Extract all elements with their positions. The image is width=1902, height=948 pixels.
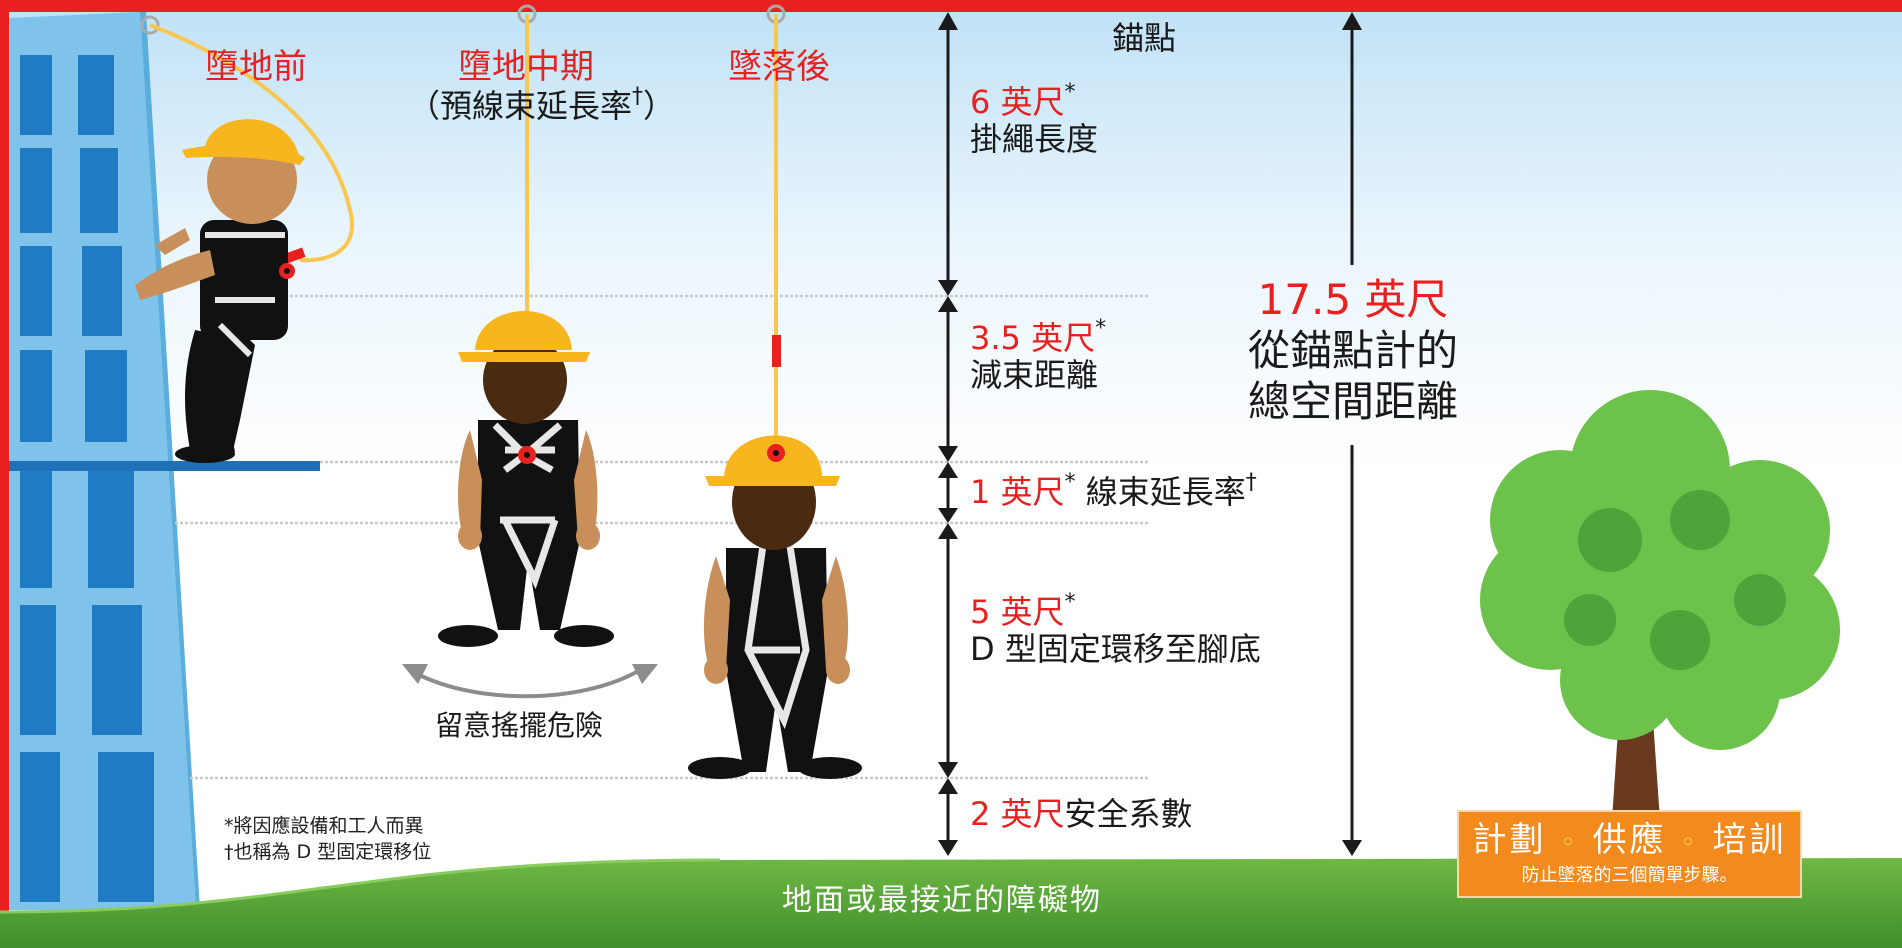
- segment-dring-shift: 5 英尺* D 型固定環移至腳底: [970, 590, 1261, 668]
- phase-after-fall: 墜落後: [728, 47, 830, 87]
- anchor-point-label: 錨點: [1112, 19, 1177, 57]
- harness-stretch-value: 1 英尺: [970, 473, 1065, 511]
- segment-lanyard: 6 英尺* 掛繩長度: [970, 80, 1099, 158]
- phase-mid-fall-subtitle: （預線束延長率†）: [408, 84, 676, 125]
- phase-mid-fall: 墮地中期: [458, 47, 594, 87]
- harness-stretch-label: 線束延長率: [1085, 473, 1246, 511]
- footnote-varies: *將因應設備和工人而異: [224, 815, 424, 837]
- deceleration-distance-value: 3.5 英尺: [970, 319, 1096, 357]
- left-border: [0, 0, 9, 948]
- total-clearance-line2: 總空間距離: [1247, 377, 1458, 427]
- total-clearance: 17.5 英尺 從錨點計的 總空間距離: [1228, 274, 1478, 428]
- safety-factor-value: 2 英尺: [970, 795, 1065, 833]
- plan-provide-train-badge: 計劃 ◦ 供應 ◦ 培訓 防止墜落的三個簡單步驟。: [1457, 810, 1802, 898]
- platform: [9, 461, 320, 471]
- lanyard-length-label: 掛繩長度: [970, 119, 1099, 158]
- segment-safety-factor: 2 英尺安全系數: [970, 796, 1193, 833]
- tree: [1480, 390, 1840, 820]
- ground: [0, 858, 1902, 948]
- segment-deceleration: 3.5 英尺* 減束距離: [970, 316, 1107, 394]
- ground-label: 地面或最接近的障礙物: [782, 883, 1102, 918]
- worker-mid-fall: [402, 14, 658, 699]
- dring-shift-value: 5 英尺: [970, 593, 1065, 631]
- top-border: [0, 0, 1902, 12]
- footnote-dring-shift: †也稱為 D 型固定環移位: [224, 841, 432, 863]
- step-plan: 計劃: [1472, 820, 1547, 860]
- swing-hazard-label: 留意搖擺危險: [435, 709, 604, 742]
- lanyard-length-value: 6 英尺: [970, 83, 1065, 121]
- phase-before-fall: 墮地前: [205, 47, 307, 87]
- dring-shift-label: D 型固定環移至腳底: [970, 629, 1261, 668]
- plan-box-steps: 計劃 ◦ 供應 ◦ 培訓: [1472, 820, 1787, 860]
- total-dimension-line: [1342, 12, 1362, 856]
- deceleration-distance-label: 減束距離: [970, 355, 1099, 394]
- worker-before-fall: [135, 23, 354, 463]
- total-clearance-line1: 從錨點計的: [1247, 326, 1458, 376]
- segment-dimension-lines: [938, 12, 958, 856]
- worker-after-fall: [688, 14, 862, 779]
- plan-box-subtitle: 防止墜落的三個簡單步驟。: [1521, 865, 1738, 886]
- total-clearance-value: 17.5 英尺: [1257, 275, 1449, 324]
- step-provide: 供應: [1592, 820, 1667, 860]
- segment-harness-stretch: 1 英尺* 線束延長率†: [970, 470, 1257, 511]
- safety-factor-label: 安全系數: [1064, 795, 1193, 833]
- step-train: 培訓: [1712, 820, 1787, 860]
